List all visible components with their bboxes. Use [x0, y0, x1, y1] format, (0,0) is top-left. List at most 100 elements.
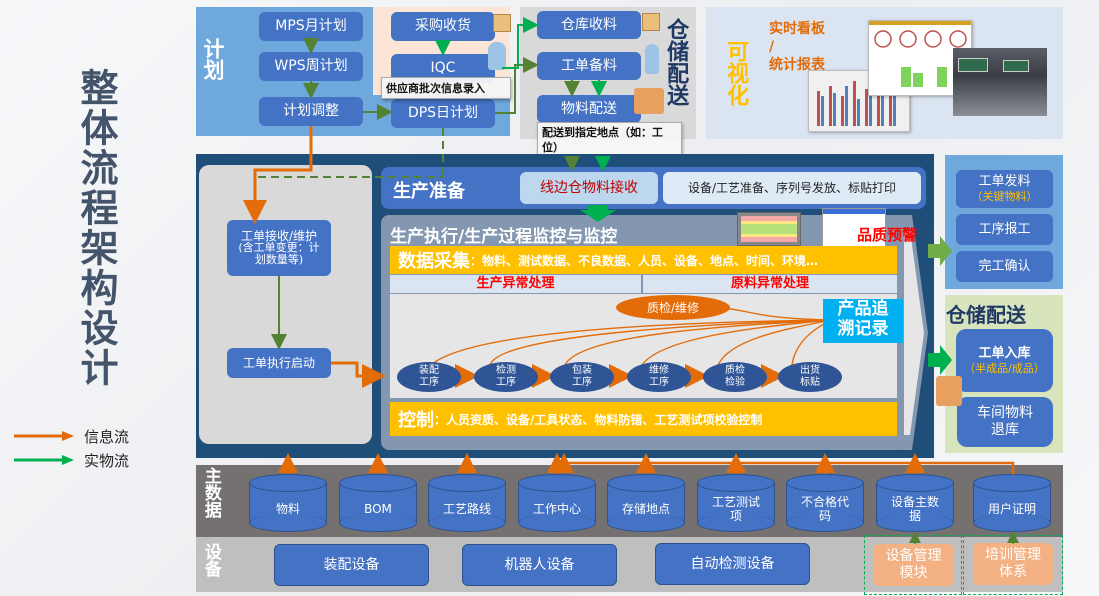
assembly-equipment[interactable]: 装配设备 [274, 544, 429, 586]
process-step-1[interactable]: 装配工序 [397, 362, 461, 392]
module-label: 设备管理模块 [885, 548, 942, 581]
exception-row: 生产异常处理 原料异常处理 [390, 275, 897, 293]
material-deliver[interactable]: 物料配送 [537, 95, 641, 123]
deliver-label: 物料配送 [561, 100, 617, 117]
purchase-receive[interactable]: 采购收货 [391, 12, 495, 41]
cylinder-label: 工艺测试项 [711, 495, 760, 523]
data-collection-items: ：物料、测试数据、不良数据、人员、设备、地点、时间、环境… [470, 253, 819, 268]
iqc-label: IQC [430, 60, 456, 76]
data-collection-title: 数据采集 [398, 251, 470, 272]
training-management-system[interactable]: 培训管理体系 [973, 543, 1053, 585]
process-step-2[interactable]: 检测工序 [474, 362, 538, 392]
process-step-label: 装配工序 [419, 365, 439, 388]
work-order-panel [199, 165, 372, 444]
cylinder-label: 物料 [275, 502, 300, 516]
legend-material-flow: 实物流 [84, 452, 130, 470]
cylinder-label: 用户证明 [987, 502, 1036, 516]
equipment-label: 设备 [201, 543, 221, 577]
mps-monthly-plan[interactable]: MPS月计划 [259, 12, 363, 41]
equipment-item-label: 自动检测设备 [690, 555, 775, 572]
auto-inspection-equipment[interactable]: 自动检测设备 [655, 543, 810, 585]
work-order-prepare[interactable]: 工单备料 [537, 52, 641, 80]
cylinder-label: BOM [364, 502, 392, 516]
execution-arrow-shape [900, 215, 928, 450]
master-data-cylinder[interactable]: 用户证明 [973, 474, 1051, 532]
prepare-label: 工单备料 [561, 57, 617, 74]
work-order-receive-label: 工单接收/维护 [240, 229, 318, 243]
equipment-management-module[interactable]: 设备管理模块 [873, 544, 954, 586]
master-data-cylinder[interactable]: 物料 [249, 474, 327, 532]
purchase-label: 采购收货 [415, 18, 471, 34]
wps-label: WPS周计划 [274, 58, 348, 74]
dashboard-thumbnail-image [874, 30, 967, 87]
cylinder-label: 工艺路线 [442, 502, 491, 516]
info-flow-arrow-icon [14, 431, 74, 441]
process-step-5[interactable]: 质检检验 [703, 362, 767, 392]
supplier-batch-note: 供应商批次信息录入 [381, 77, 511, 99]
inbound-label: 工单入库 [978, 345, 1031, 361]
module-label: 培训管理体系 [985, 547, 1041, 580]
cylinder-label: 不合格代码 [800, 495, 849, 523]
process-step-label: 包装工序 [572, 365, 592, 388]
process-step-6[interactable]: 出货标贴 [778, 362, 842, 392]
warehouse-receive[interactable]: 仓库收料 [537, 11, 641, 39]
master-data-cylinder[interactable]: 存储地点 [607, 474, 685, 532]
work-order-start-label: 工单执行启动 [242, 355, 315, 370]
process-step-label: 出货标贴 [800, 365, 820, 388]
work-order-start[interactable]: 工单执行启动 [227, 348, 331, 378]
production-exception-label: 生产异常处理 [476, 276, 555, 291]
return-label: 车间物料退库 [977, 405, 1033, 438]
master-data-cylinder[interactable]: 工艺测试项 [697, 474, 775, 532]
process-step-label: 检测工序 [496, 365, 516, 388]
process-report[interactable]: 工序报工 [956, 214, 1053, 245]
work-order-issue[interactable]: 工单发料（关键物料） [956, 170, 1053, 208]
box-icon [493, 14, 511, 32]
qc-repair-ellipse[interactable]: 质检/维修 [616, 295, 730, 320]
line-side-receive[interactable]: 线边仓物料接收 [520, 172, 658, 204]
equipment-prep-label: 设备/工艺准备、序列号发放、标贴打印 [687, 181, 897, 195]
issue-sub-label: （关键物料） [971, 190, 1038, 203]
master-data-cylinder[interactable]: BOM [339, 474, 417, 532]
master-data-cylinder[interactable]: 工艺路线 [428, 474, 506, 532]
realtime-board-caption: 实时看板 [769, 21, 825, 37]
master-data-cylinder[interactable]: 不合格代码 [786, 474, 864, 532]
material-flow-arrow-icon [14, 455, 74, 465]
control-chart-thumbnail [737, 212, 801, 246]
supplier-note-text: 供应商批次信息录入 [386, 82, 485, 95]
workshop-material-return[interactable]: 车间物料退库 [957, 397, 1053, 447]
deliver-note-text: 配送到指定地点（如：工位） [542, 126, 663, 154]
equipment-item-label: 装配设备 [323, 556, 380, 573]
production-exception[interactable]: 生产异常处理 [390, 275, 643, 293]
arrow-to-warehouse [928, 345, 952, 375]
trace-label: 产品追溯记录 [837, 299, 889, 339]
bar-chart-thumbnail-image [817, 81, 896, 126]
plan-adjust[interactable]: 计划调整 [259, 97, 363, 126]
work-order-inbound[interactable]: 工单入库（半成品/成品） [956, 329, 1053, 392]
plan-adjust-label: 计划调整 [283, 103, 339, 119]
product-trace-record[interactable]: 产品追溯记录 [823, 299, 903, 343]
process-step-3[interactable]: 包装工序 [550, 362, 614, 392]
master-data-cylinder[interactable]: 设备主数据 [876, 474, 954, 532]
report-label: 工序报工 [978, 222, 1031, 237]
robot-equipment[interactable]: 机器人设备 [462, 544, 617, 586]
forklift-icon [634, 88, 664, 114]
worker-icon [645, 44, 659, 74]
legend-info-flow: 信息流 [84, 428, 130, 446]
master-data-label: 主数据 [201, 467, 221, 518]
cylinder-label: 存储地点 [621, 502, 670, 516]
production-prep-label: 生产准备 [393, 181, 465, 202]
completion-confirm[interactable]: 完工确认 [956, 251, 1053, 282]
wps-weekly-plan[interactable]: WPS周计划 [259, 52, 363, 81]
master-data-cylinder[interactable]: 工作中心 [518, 474, 596, 532]
equipment-prep[interactable]: 设备/工艺准备、序列号发放、标贴打印 [663, 172, 921, 204]
issue-label: 工单发料 [978, 174, 1031, 189]
process-step-4[interactable]: 维修工序 [627, 362, 691, 392]
warehouse-receive-label: 仓库收料 [561, 16, 617, 33]
equipment-item-label: 机器人设备 [504, 556, 575, 573]
qc-repair-label: 质检/维修 [646, 301, 700, 315]
box-icon [642, 13, 660, 31]
dps-daily-plan[interactable]: DPS日计划 [391, 99, 495, 128]
factory-photo [953, 48, 1047, 116]
raw-material-exception[interactable]: 原料异常处理 [643, 275, 897, 293]
work-order-receive[interactable]: 工单接收/维护 (含工单变更：计划数量等) [227, 220, 331, 276]
